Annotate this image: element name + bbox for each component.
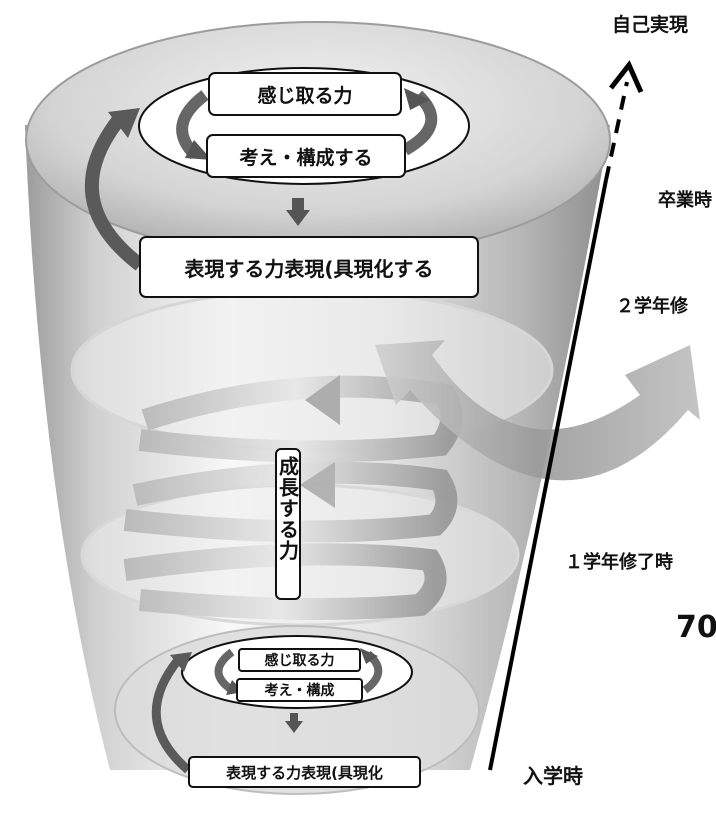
stage-self-realization: 自己実現 (612, 14, 689, 36)
bottom-think-box: 考え・構成 (236, 678, 363, 702)
growth-box: 成長する力 (275, 448, 301, 600)
big-curved-arrow (375, 340, 700, 481)
top-express-label: 表現する力表現(具現化する (184, 256, 434, 281)
top-think-label: 考え・構成する (239, 146, 373, 169)
growth-label: 成長する力 (275, 456, 300, 561)
bottom-express-box: 表現する力表現(具現化 (188, 756, 421, 788)
top-think-box: 考え・構成する (206, 134, 406, 178)
timeline-arrowhead (609, 60, 644, 94)
stage-number: 70 (676, 610, 716, 645)
stage-year2: ２学年修 (616, 296, 688, 317)
bottom-sense-label: 感じ取る力 (264, 653, 335, 669)
bottom-express-label: 表現する力表現(具現化 (226, 763, 383, 782)
top-sense-box: 感じ取る力 (208, 72, 402, 116)
growth-spiral (123, 375, 463, 620)
bottom-think-label: 考え・構成 (264, 683, 335, 699)
stage-year1: １学年修了時 (565, 552, 673, 573)
top-down-arrow (286, 210, 310, 226)
top-express-box: 表現する力表現(具現化する (139, 236, 479, 298)
top-outer-loop-arrow (84, 113, 145, 271)
stage-entrance: 入学時 (523, 764, 583, 788)
timeline-axis (488, 179, 608, 771)
bottom-sense-box: 感じ取る力 (238, 648, 361, 672)
top-sense-label: 感じ取る力 (257, 84, 353, 107)
stage-graduation: 卒業時 (658, 190, 712, 211)
